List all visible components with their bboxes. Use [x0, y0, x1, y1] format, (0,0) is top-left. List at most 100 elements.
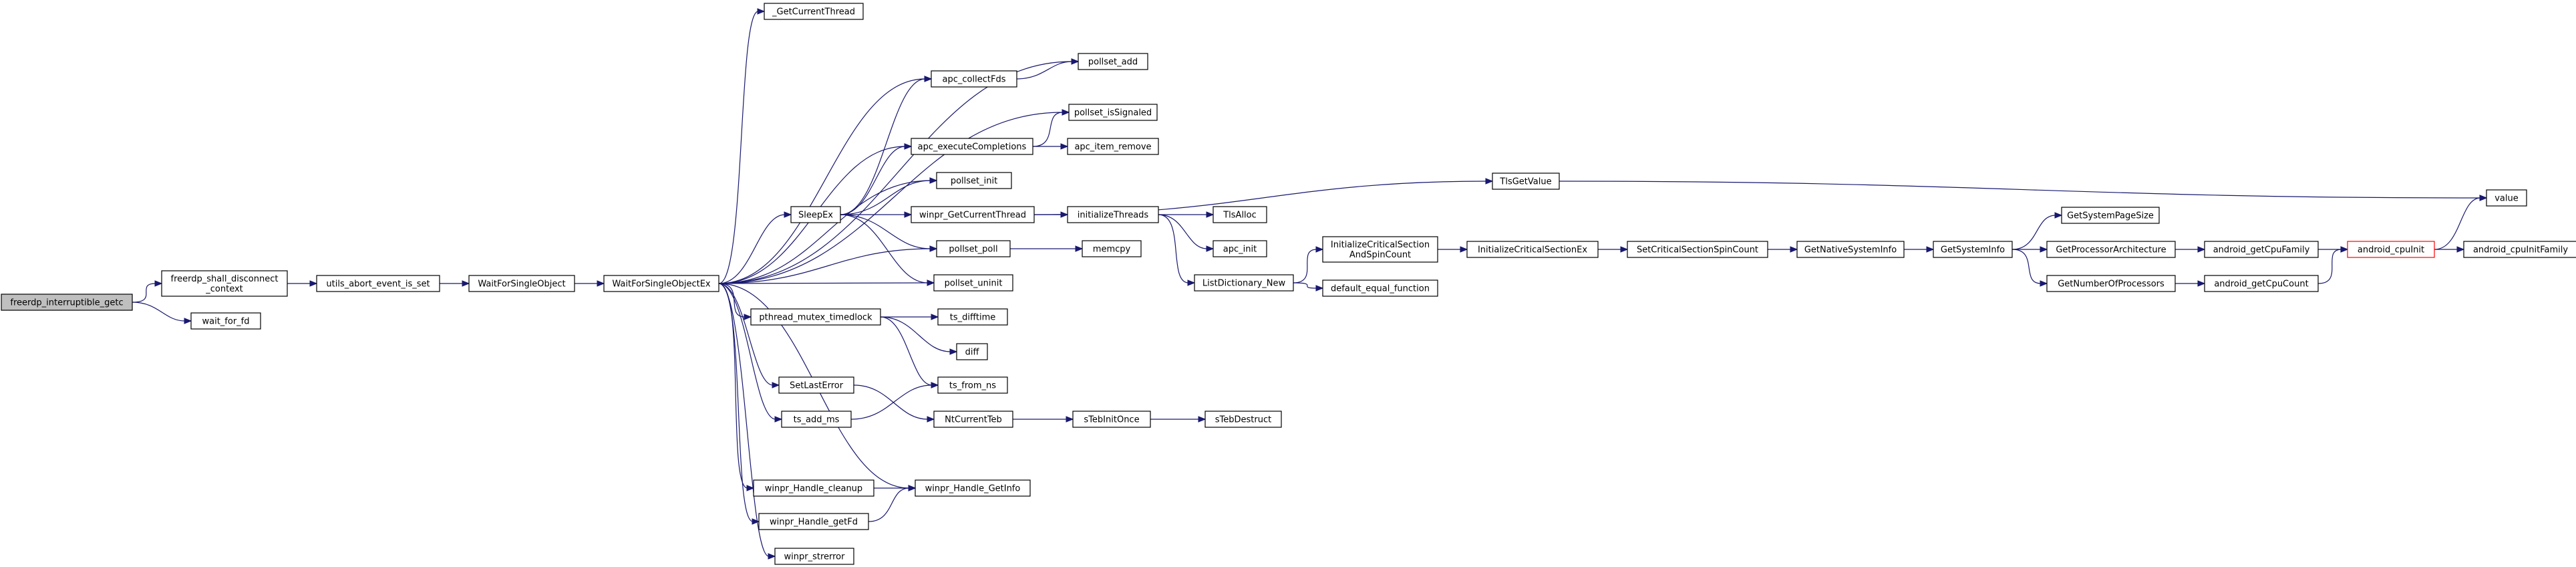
node-value[interactable]: value [2486, 189, 2527, 207]
node-box-winpr_GetCurrentThread[interactable] [911, 206, 1035, 223]
node-winpr_Handle_getFd[interactable]: winpr_Handle_getFd [758, 513, 869, 530]
node-GetNativeSystemInfo[interactable]: GetNativeSystemInfo [1796, 241, 1905, 258]
node-box-android_getCpuCount[interactable] [2204, 275, 2319, 292]
node-box-SetLastError[interactable] [778, 376, 854, 394]
node-winpr_GetCurrentThread[interactable]: winpr_GetCurrentThread [911, 206, 1035, 223]
node-box-apc_item_remove[interactable] [1067, 138, 1159, 155]
node-box-GetSystemInfo[interactable] [1933, 241, 2013, 258]
node-box-ts_add_ms[interactable] [781, 411, 852, 428]
node-diff[interactable]: diff [956, 343, 988, 360]
node-box-sTebDestruct[interactable] [1204, 411, 1282, 428]
node-box-freerdp_interruptible_getc[interactable] [1, 294, 133, 311]
node-GetNumberOfProcessors[interactable]: GetNumberOfProcessors [2046, 275, 2176, 292]
node-box-android_getCpuFamily[interactable] [2204, 241, 2319, 258]
node-_GetCurrentThread[interactable]: _GetCurrentThread [764, 3, 864, 20]
node-TlsAlloc[interactable]: TlsAlloc [1213, 206, 1267, 223]
node-GetSystemInfo[interactable]: GetSystemInfo [1933, 241, 2013, 258]
node-ts_add_ms[interactable]: ts_add_ms [781, 411, 852, 428]
node-box-pollset_isSignaled[interactable] [1068, 104, 1158, 121]
node-box-GetSystemPageSize[interactable] [2061, 207, 2160, 224]
node-box-pollset_init[interactable] [936, 172, 1012, 189]
node-box-ts_from_ns[interactable] [937, 376, 1008, 394]
node-box-pollset_uninit[interactable] [933, 274, 1013, 292]
node-box-ts_difftime[interactable] [937, 308, 1008, 326]
node-box-winpr_Handle_cleanup[interactable] [753, 479, 874, 497]
node-box-InitializeCriticalSectionAndSpinCount[interactable] [1322, 236, 1438, 263]
node-NtCurrentTeb[interactable]: NtCurrentTeb [933, 411, 1013, 428]
node-GetProcessorArchitecture[interactable]: GetProcessorArchitecture [2046, 241, 2176, 258]
node-android_cpuInitFamily[interactable]: android_cpuInitFamily [2463, 241, 2576, 258]
node-SetCriticalSectionSpinCount[interactable]: SetCriticalSectionSpinCount [1627, 241, 1768, 258]
node-android_cpuInit[interactable]: android_cpuInit [2347, 241, 2435, 258]
node-box-android_cpuInitFamily[interactable] [2463, 241, 2576, 258]
node-WaitForSingleObject[interactable]: WaitForSingleObject [468, 275, 575, 292]
node-winpr_Handle_cleanup[interactable]: winpr_Handle_cleanup [753, 479, 874, 497]
node-wait_for_fd[interactable]: wait_for_fd [190, 312, 261, 330]
node-winpr_strerror[interactable]: winpr_strerror [774, 548, 854, 565]
node-box-GetProcessorArchitecture[interactable] [2046, 241, 2176, 258]
node-box-apc_executeCompletions[interactable] [911, 138, 1033, 155]
node-box-pollset_poll[interactable] [936, 240, 1011, 257]
node-box-TlsAlloc[interactable] [1213, 206, 1267, 223]
node-GetSystemPageSize[interactable]: GetSystemPageSize [2061, 207, 2160, 224]
node-utils_abort_event_is_set[interactable]: utils_abort_event_is_set [316, 275, 440, 292]
node-box-winpr_Handle_GetInfo[interactable] [915, 479, 1031, 497]
node-TlsGetValue[interactable]: TlsGetValue [1492, 173, 1560, 190]
node-box-GetNativeSystemInfo[interactable] [1796, 241, 1905, 258]
node-ListDictionary_New[interactable]: ListDictionary_New [1194, 274, 1294, 292]
node-apc_init[interactable]: apc_init [1213, 240, 1267, 257]
node-pollset_isSignaled[interactable]: pollset_isSignaled [1068, 104, 1158, 121]
node-memcpy[interactable]: memcpy [1082, 240, 1142, 257]
node-apc_executeCompletions[interactable]: apc_executeCompletions [911, 138, 1033, 155]
node-box-utils_abort_event_is_set[interactable] [316, 275, 440, 292]
node-box-pollset_add[interactable] [1078, 53, 1148, 70]
node-ts_difftime[interactable]: ts_difftime [937, 308, 1008, 326]
node-box-wait_for_fd[interactable] [190, 312, 261, 330]
node-pthread_mutex_timedlock[interactable]: pthread_mutex_timedlock [750, 308, 881, 326]
node-apc_item_remove[interactable]: apc_item_remove [1067, 138, 1159, 155]
node-box-diff[interactable] [956, 343, 988, 360]
node-box-ListDictionary_New[interactable] [1194, 274, 1294, 292]
node-winpr_Handle_GetInfo[interactable]: winpr_Handle_GetInfo [915, 479, 1031, 497]
node-box-SleepEx[interactable] [790, 206, 841, 223]
node-box-android_cpuInit[interactable] [2347, 241, 2435, 258]
node-box-sTebInitOnce[interactable] [1072, 411, 1151, 428]
node-apc_collectFds[interactable]: apc_collectFds [931, 70, 1017, 88]
node-pollset_add[interactable]: pollset_add [1078, 53, 1148, 70]
node-sTebInitOnce[interactable]: sTebInitOnce [1072, 411, 1151, 428]
node-box-_GetCurrentThread[interactable] [764, 3, 864, 20]
node-InitializeCriticalSectionEx[interactable]: InitializeCriticalSectionEx [1466, 241, 1599, 258]
node-freerdp_interruptible_getc[interactable]: freerdp_interruptible_getc [1, 294, 133, 311]
node-freerdp_shall_disconnect_context[interactable]: freerdp_shall_disconnect_context [161, 270, 288, 297]
node-WaitForSingleObjectEx[interactable]: WaitForSingleObjectEx [603, 275, 719, 292]
node-default_equal_function[interactable]: default_equal_function [1322, 279, 1438, 297]
node-box-NtCurrentTeb[interactable] [933, 411, 1013, 428]
node-box-TlsGetValue[interactable] [1492, 173, 1560, 190]
node-box-initializeThreads[interactable] [1067, 206, 1159, 223]
node-box-winpr_Handle_getFd[interactable] [758, 513, 869, 530]
node-SetLastError[interactable]: SetLastError [778, 376, 854, 394]
node-box-apc_collectFds[interactable] [931, 70, 1017, 88]
node-initializeThreads[interactable]: initializeThreads [1067, 206, 1159, 223]
node-box-InitializeCriticalSectionEx[interactable] [1466, 241, 1599, 258]
node-android_getCpuCount[interactable]: android_getCpuCount [2204, 275, 2319, 292]
node-box-freerdp_shall_disconnect_context[interactable] [161, 270, 288, 297]
node-android_getCpuFamily[interactable]: android_getCpuFamily [2204, 241, 2319, 258]
node-box-value[interactable] [2486, 189, 2527, 207]
node-pollset_init[interactable]: pollset_init [936, 172, 1012, 189]
node-box-memcpy[interactable] [1082, 240, 1142, 257]
node-box-GetNumberOfProcessors[interactable] [2046, 275, 2176, 292]
node-box-winpr_strerror[interactable] [774, 548, 854, 565]
node-SleepEx[interactable]: SleepEx [790, 206, 841, 223]
node-ts_from_ns[interactable]: ts_from_ns [937, 376, 1008, 394]
node-box-default_equal_function[interactable] [1322, 279, 1438, 297]
node-box-SetCriticalSectionSpinCount[interactable] [1627, 241, 1768, 258]
node-box-WaitForSingleObject[interactable] [468, 275, 575, 292]
node-box-WaitForSingleObjectEx[interactable] [603, 275, 719, 292]
node-sTebDestruct[interactable]: sTebDestruct [1204, 411, 1282, 428]
node-pollset_uninit[interactable]: pollset_uninit [933, 274, 1013, 292]
node-pollset_poll[interactable]: pollset_poll [936, 240, 1011, 257]
node-box-pthread_mutex_timedlock[interactable] [750, 308, 881, 326]
node-box-apc_init[interactable] [1213, 240, 1267, 257]
